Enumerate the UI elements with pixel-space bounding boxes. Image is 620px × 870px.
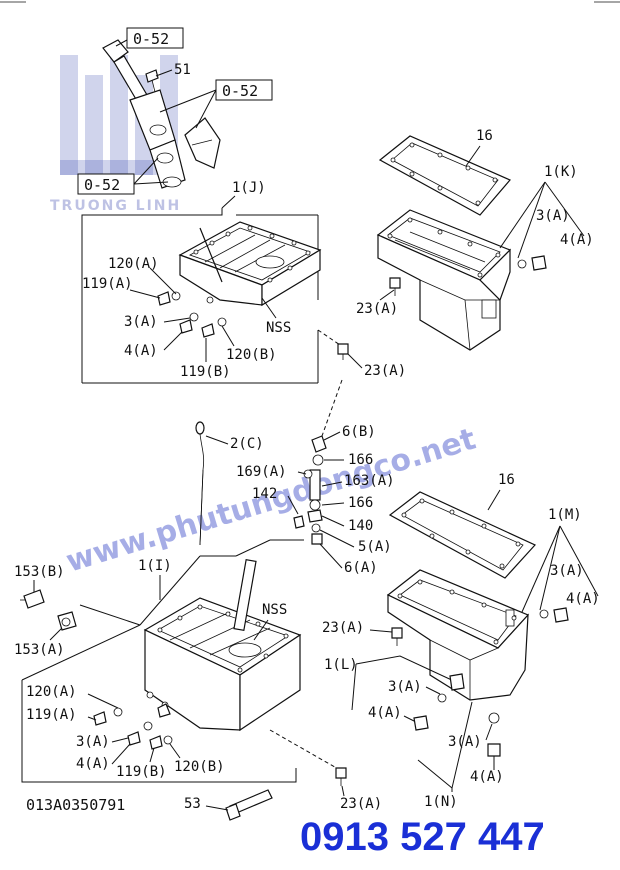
label-153a: 153(A) bbox=[14, 642, 65, 658]
label-nss-i: NSS bbox=[262, 602, 287, 618]
label-120a-i: 120(A) bbox=[26, 684, 77, 700]
drain-plugs-1j bbox=[157, 291, 227, 338]
label-23a-k: 23(A) bbox=[356, 301, 398, 317]
label-3a-j: 3(A) bbox=[124, 314, 158, 330]
label-1j: 1(J) bbox=[232, 180, 266, 196]
assembly-box-1j bbox=[81, 195, 319, 384]
oil-pan-1m bbox=[386, 569, 530, 701]
drain-plugs-1i bbox=[93, 703, 173, 750]
label-119a-j: 119(A) bbox=[82, 276, 133, 292]
label-23a-i: 23(A) bbox=[340, 796, 382, 812]
label-4a-m: 4(A) bbox=[566, 591, 600, 607]
label-166b: 166 bbox=[348, 495, 373, 511]
label-119b-j: 119(B) bbox=[180, 364, 231, 380]
oil-pan-1j bbox=[178, 221, 322, 307]
label-1i: 1(I) bbox=[138, 558, 172, 574]
label-120b-j: 120(B) bbox=[226, 347, 277, 363]
label-6b: 6(B) bbox=[342, 424, 376, 440]
watermark-brand: TRUONG LINH bbox=[50, 198, 181, 214]
label-23a-m: 23(A) bbox=[322, 620, 364, 636]
label-51: 51 bbox=[174, 62, 191, 78]
label-163a: 163(A) bbox=[344, 473, 395, 489]
label-140: 140 bbox=[348, 518, 373, 534]
label-1m: 1(M) bbox=[548, 507, 582, 523]
label-53: 53 bbox=[184, 796, 201, 812]
label-119b-i: 119(B) bbox=[116, 764, 167, 780]
label-16-top: 16 bbox=[476, 128, 493, 144]
label-23a-j: 23(A) bbox=[364, 363, 406, 379]
label-3a-k: 3(A) bbox=[536, 208, 570, 224]
gasket-16-top bbox=[378, 135, 511, 216]
dipstick-tube-163a bbox=[293, 435, 327, 545]
label-nss-j: NSS bbox=[266, 320, 291, 336]
drawing-number: 013A0350791 bbox=[26, 796, 125, 814]
gasket-16-mid bbox=[388, 491, 536, 579]
label-16-mid: 16 bbox=[498, 472, 515, 488]
label-2c: 2(C) bbox=[230, 436, 264, 452]
label-120a-j: 120(A) bbox=[108, 256, 159, 272]
label-6a: 6(A) bbox=[344, 560, 378, 576]
label-3a-n: 3(A) bbox=[448, 734, 482, 750]
label-5a: 5(A) bbox=[358, 539, 392, 555]
label-119a-i: 119(A) bbox=[26, 707, 77, 723]
label-4a-j: 4(A) bbox=[124, 343, 158, 359]
label-142: 142 bbox=[252, 486, 277, 502]
label-169a: 169(A) bbox=[236, 464, 287, 480]
callout-box-052-b: 0-52 bbox=[215, 79, 273, 101]
phone-number: 0913 527 447 bbox=[300, 815, 545, 859]
label-1l: 1(L) bbox=[324, 657, 358, 673]
dipstick-2c bbox=[195, 421, 205, 546]
label-166a: 166 bbox=[348, 452, 373, 468]
label-120b-i: 120(B) bbox=[174, 759, 225, 775]
label-4a-k: 4(A) bbox=[560, 232, 594, 248]
svg-text:0-52: 0-52 bbox=[222, 82, 258, 100]
label-3a-m: 3(A) bbox=[550, 563, 584, 579]
label-3a-l: 3(A) bbox=[388, 679, 422, 695]
svg-text:0-52: 0-52 bbox=[84, 176, 120, 194]
callout-box-052-a: 0-52 bbox=[126, 27, 184, 49]
label-4a-i: 4(A) bbox=[76, 756, 110, 772]
label-4a-l: 4(A) bbox=[368, 705, 402, 721]
label-153b: 153(B) bbox=[14, 564, 65, 580]
oil-filler-assembly bbox=[102, 39, 221, 189]
oil-pan-1k bbox=[376, 209, 512, 351]
label-4a-n: 4(A) bbox=[470, 769, 504, 785]
svg-text:0-52: 0-52 bbox=[133, 30, 169, 48]
oil-pan-1i bbox=[143, 558, 302, 732]
label-1n: 1(N) bbox=[424, 794, 458, 810]
callout-box-052-c: 0-52 bbox=[77, 173, 135, 195]
label-1k: 1(K) bbox=[544, 164, 578, 180]
assembly-box-1i bbox=[21, 539, 304, 783]
label-3a-i: 3(A) bbox=[76, 734, 110, 750]
